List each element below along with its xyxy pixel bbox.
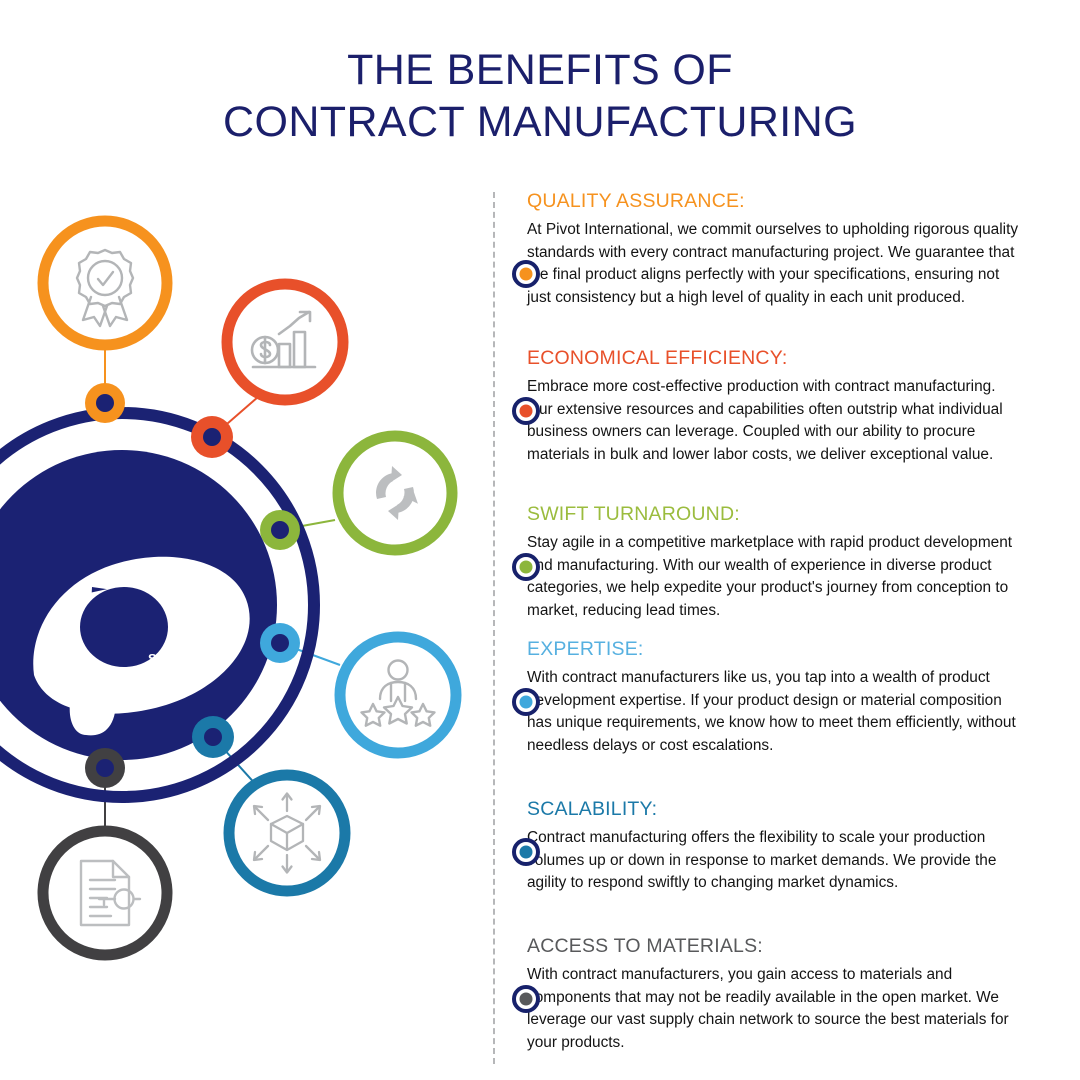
marker-swift-turnaround	[512, 553, 540, 581]
orbit-node-access	[85, 748, 125, 788]
marker-quality-assurance	[512, 260, 540, 288]
orbit-node-expertise	[260, 623, 300, 663]
benefit-section-scalability: SCALABILITY: Contract manufacturing offe…	[512, 796, 1023, 895]
body-swift-turnaround: Stay agile in a competitive marketplace …	[527, 534, 1013, 619]
benefits-list: QUALITY ASSURANCE: At Pivot Internationa…	[493, 188, 1023, 1068]
body-expertise: With contract manufacturers like us, you…	[527, 669, 1016, 754]
heading-scalability: SCALABILITY:	[527, 798, 658, 820]
heading-swift-turnaround: SWIFT TURNAROUND:	[527, 503, 740, 525]
cube-expand-icon	[252, 792, 322, 874]
icon-bubble-scalability	[223, 769, 351, 897]
icon-bubble-swift-turnaround	[332, 430, 458, 556]
marker-economical-efficiency	[512, 397, 540, 425]
heading-economical-efficiency: ECONOMICAL EFFICIENCY:	[527, 347, 788, 369]
benefit-section-economical-efficiency: ECONOMICAL EFFICIENCY: Embrace more cost…	[512, 345, 1023, 466]
icon-bubble-quality-assurance	[37, 215, 173, 351]
icon-bubble-economical-efficiency	[221, 278, 349, 406]
person-stars-icon	[360, 659, 436, 727]
dollar-growth-chart-icon	[250, 310, 317, 369]
page-title: THE BENEFITS OF CONTRACT MANUFACTURING	[0, 44, 1080, 148]
benefit-section-expertise: EXPERTISE: With contract manufacturers l…	[512, 636, 1023, 757]
icon-bubble-expertise	[334, 631, 462, 759]
body-scalability: Contract manufacturing offers the flexib…	[527, 829, 997, 892]
marker-scalability	[512, 838, 540, 866]
award-ribbon-icon	[75, 248, 135, 328]
refresh-cycle-icon	[376, 466, 418, 520]
title-line-2: CONTRACT MANUFACTURING	[223, 98, 857, 146]
orbit-node-economical	[191, 416, 233, 458]
timeline-dashed-line	[493, 192, 495, 1064]
body-economical-efficiency: Embrace more cost-effective production w…	[527, 378, 1003, 463]
heading-quality-assurance: QUALITY ASSURANCE:	[527, 190, 745, 212]
benefit-section-access-to-materials: ACCESS TO MATERIALS: With contract manuf…	[512, 933, 1023, 1054]
benefits-orbit-diagram: SM	[0, 175, 480, 975]
orbit-node-swift	[260, 510, 300, 550]
icon-bubble-access-to-materials	[37, 825, 173, 961]
title-line-1: THE BENEFITS OF	[347, 46, 733, 94]
orbit-node-scalability	[192, 716, 234, 758]
pivot-logo-mark	[33, 556, 250, 736]
body-quality-assurance: At Pivot International, we commit oursel…	[527, 221, 1019, 306]
benefit-section-quality-assurance: QUALITY ASSURANCE: At Pivot Internationa…	[512, 188, 1023, 309]
marker-access-to-materials	[512, 985, 540, 1013]
heading-expertise: EXPERTISE:	[527, 638, 644, 660]
orbit-node-quality	[85, 383, 125, 423]
body-access-to-materials: With contract manufacturers, you gain ac…	[527, 966, 1009, 1051]
marker-expertise	[512, 688, 540, 716]
heading-access-to-materials: ACCESS TO MATERIALS:	[527, 935, 763, 957]
service-mark-label: SM	[148, 651, 169, 666]
benefit-section-swift-turnaround: SWIFT TURNAROUND: Stay agile in a compet…	[512, 501, 1023, 622]
document-key-icon	[79, 859, 142, 927]
